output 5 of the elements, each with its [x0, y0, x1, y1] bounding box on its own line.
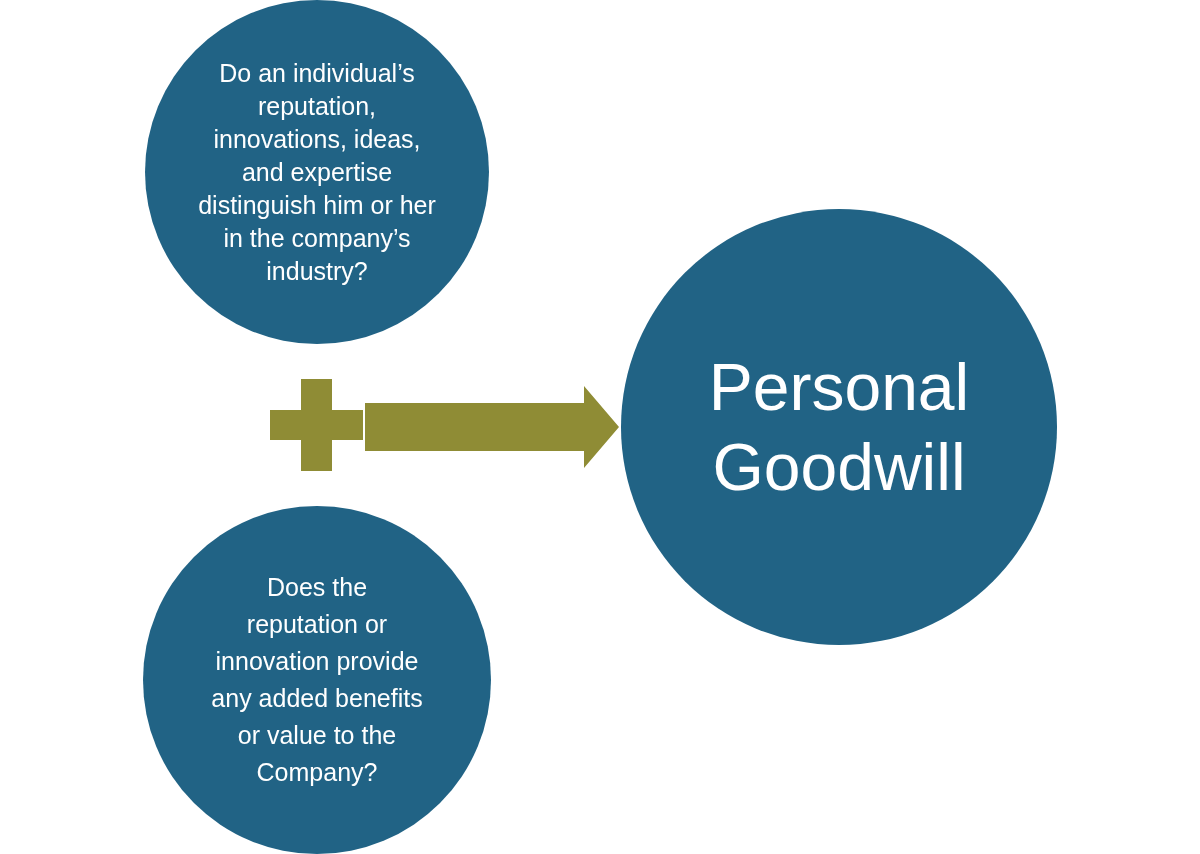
node-text: Do an individual’s reputation, innovations, ideas, and expertise distinguish him or her in the company’s industry?: [197, 57, 437, 287]
plus-icon: [270, 379, 363, 471]
block-arrow: [365, 386, 619, 468]
node-text: Personal Goodwill: [707, 349, 971, 506]
node-text: Does the reputation or innovation provide any added benefits or value to the Company?: [210, 572, 424, 788]
